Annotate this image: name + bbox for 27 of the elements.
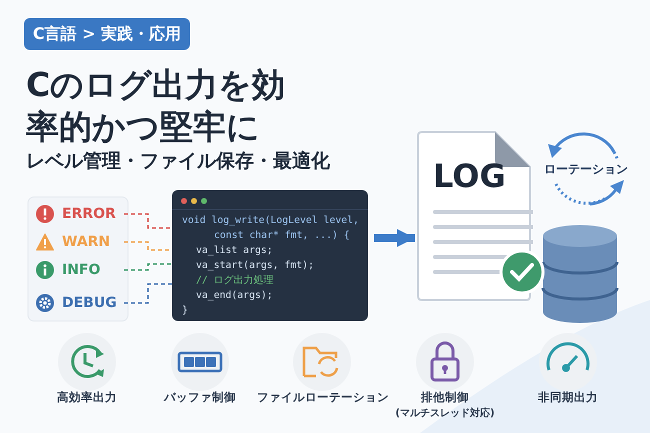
- code-line: va_start(args, fmt);: [196, 259, 314, 273]
- log-level-label: DEBUG: [62, 294, 120, 312]
- code-comment: // ログ出力処理: [196, 274, 274, 288]
- log-level-label: ERROR: [62, 205, 120, 223]
- feature-label: ファイルローテーション: [257, 389, 387, 406]
- title: Cのログ出力を効率的かつ堅牢に: [26, 64, 286, 148]
- log-level-label: INFO: [62, 261, 120, 279]
- rotation-label: ローテーション: [544, 161, 628, 178]
- code-line: void log_write(LogLevel level,: [182, 214, 359, 228]
- connector-line: [124, 241, 172, 251]
- log-level-label: WARN: [62, 233, 120, 251]
- arrow: [374, 229, 415, 247]
- feature-label: バッファ制御: [162, 389, 237, 406]
- document-title: LOG: [433, 158, 506, 194]
- code-line: va_list args;: [196, 244, 273, 258]
- code-line: }: [182, 304, 188, 318]
- code-line: va_end(args);: [196, 289, 273, 303]
- feature-label: 排他制御: [420, 389, 470, 406]
- connector-line: [124, 213, 172, 229]
- code-line: const char* fmt, ...) {: [214, 229, 350, 243]
- connector-line: [124, 263, 172, 271]
- connector-line: [124, 283, 172, 304]
- feature-note: (マルチスレッド対応): [394, 406, 496, 421]
- breadcrumb: C言語 > 実践・応用: [24, 18, 190, 50]
- feature-label: 高効率出力: [56, 389, 118, 406]
- code-panel: [172, 190, 368, 321]
- feature-label: 非同期出力: [537, 389, 599, 406]
